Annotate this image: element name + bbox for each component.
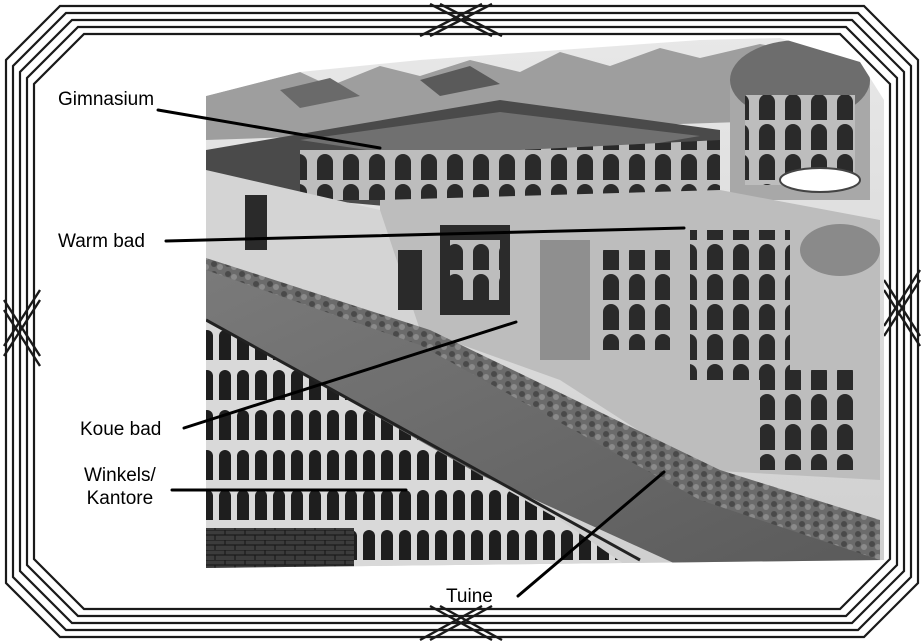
label-warm-bad: Warm bad xyxy=(58,231,145,252)
leader-gimnasium xyxy=(156,108,382,150)
frame-rope-4 xyxy=(25,25,899,618)
label-winkels-kantore: Winkels/ Kantore xyxy=(84,464,156,510)
leader-tuine xyxy=(516,470,666,598)
label-winkels-line1: Winkels/ xyxy=(84,465,156,486)
frame-rope-3 xyxy=(18,18,906,625)
leader-warm-bad xyxy=(164,226,686,243)
frame-outer-rope xyxy=(4,4,920,639)
distant-city xyxy=(206,44,800,140)
bath-complex-illustration xyxy=(206,38,884,568)
label-winkels-line2: Kantore xyxy=(86,488,154,509)
domed-hall xyxy=(730,40,870,200)
frame-knot-left xyxy=(2,289,42,367)
leader-lines xyxy=(156,108,686,598)
frame-inner-rope xyxy=(32,32,892,611)
shop-arcade xyxy=(206,320,640,568)
label-koue-bad: Koue bad xyxy=(80,419,162,440)
leader-koue-bad xyxy=(182,320,518,430)
label-tuine: Tuine xyxy=(446,586,493,607)
frame-rope-2 xyxy=(11,11,913,632)
frame-knot-bottom xyxy=(419,604,503,642)
frame-knot-right xyxy=(882,269,922,347)
label-gimnasium: Gimnasium xyxy=(58,89,155,110)
street xyxy=(206,270,880,568)
frame-knot-top xyxy=(419,2,503,38)
brick-corner xyxy=(206,528,354,568)
